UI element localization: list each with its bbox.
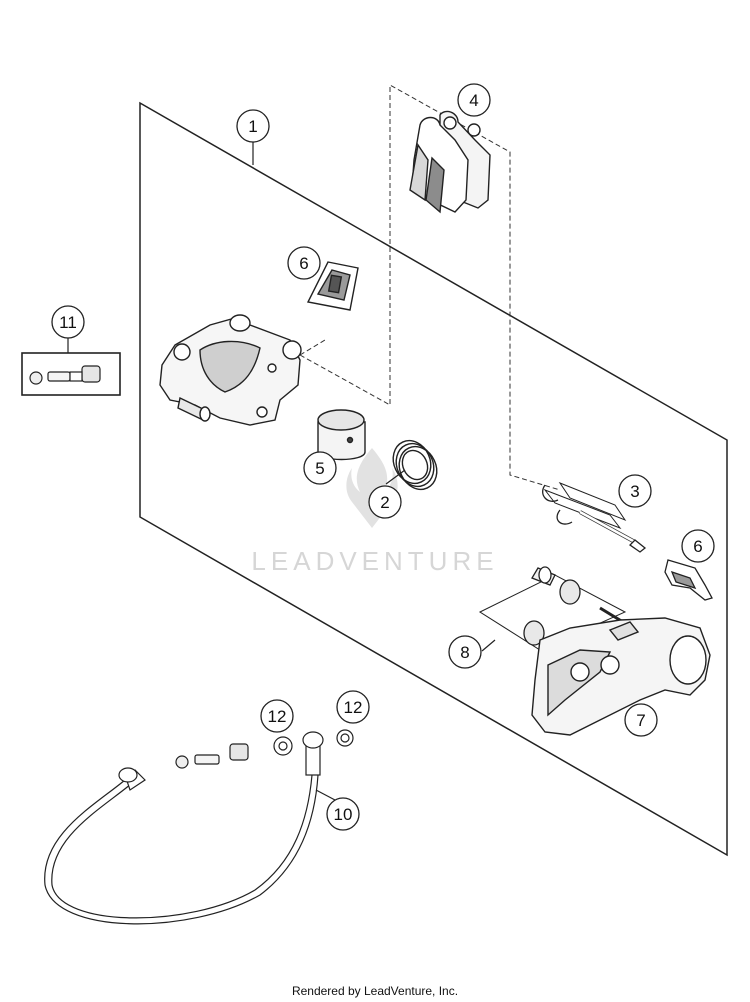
callout-6a [287,246,321,280]
callout-label-1: 1 [248,117,257,136]
callout-label-4: 4 [469,91,478,110]
callout-1 [236,109,270,143]
callout-4 [457,83,491,117]
assembly-panel [139,101,728,857]
callout-leaders [67,142,496,801]
callout-label-2: 2 [380,493,389,512]
callout-label-6b: 6 [693,537,702,556]
callout-12b [336,690,370,724]
part-6-clip [664,559,713,601]
part-7-caliper-bracket [531,617,711,736]
callout-label-3: 3 [630,482,639,501]
footer-credit: Rendered by LeadVenture, Inc. [291,984,459,998]
part-10-brake-hose [44,731,324,925]
callout-7 [624,703,658,737]
watermark-text: LEADVENTURE [251,546,498,576]
callout-label-12b: 12 [344,698,363,717]
callouts [51,83,715,831]
callout-6b [681,529,715,563]
callout-label-12a: 12 [268,707,287,726]
callout-label-11: 11 [59,313,77,332]
callout-12a [260,699,294,733]
part-4-brake-pads [409,110,491,214]
callout-5 [303,451,337,485]
callout-label-5: 5 [315,459,324,478]
callout-11 [51,305,85,339]
callout-labels: 1 2 3 4 5 6 6 7 8 10 11 12 12 [59,91,703,824]
callout-label-6a: 6 [299,254,308,273]
callout-label-10: 10 [334,805,353,824]
caliper-body [159,314,302,426]
callout-10 [326,797,360,831]
leader-pin-guide [299,339,326,356]
callout-label-7: 7 [636,711,645,730]
part-11-box [21,352,121,396]
banjo-bolt-assembly [175,729,354,769]
callout-3 [618,474,652,508]
part-11-bleeder-kit [21,352,121,396]
callout-label-8: 8 [460,643,469,662]
callout-2 [368,485,402,519]
part-3-pad-pin [542,481,647,553]
callout-8 [448,635,482,669]
part-6-pad-spring [306,261,359,311]
part-5-piston [317,409,366,461]
